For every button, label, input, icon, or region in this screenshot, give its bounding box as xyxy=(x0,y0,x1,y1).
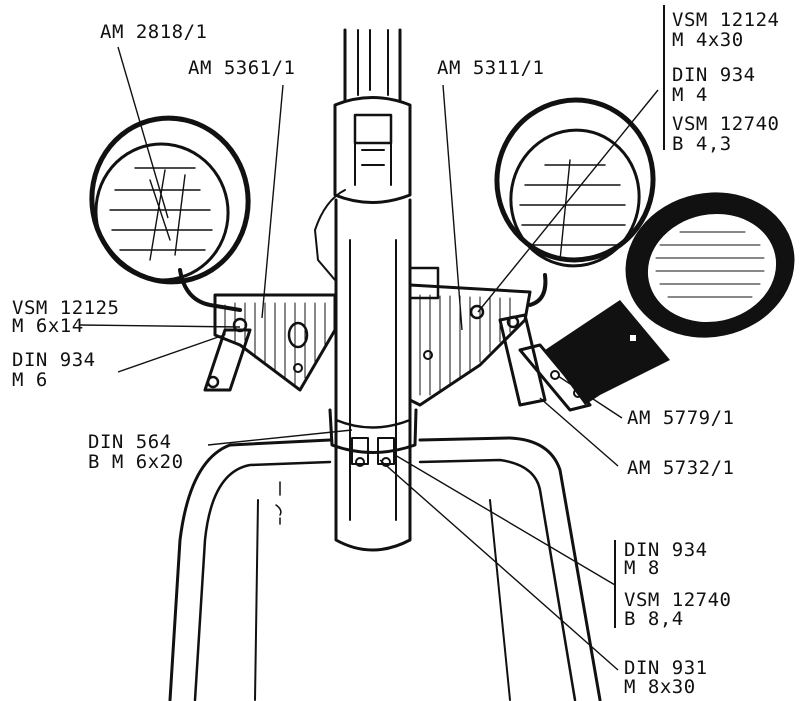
label-m-6x14: M 6x14 xyxy=(12,315,84,337)
label-b-4-3: B 4,3 xyxy=(672,133,732,155)
label-din-934-bottom: DIN 934 xyxy=(624,539,708,561)
label-din-934-left: DIN 934 xyxy=(12,349,96,371)
label-am-5361: AM 5361/1 xyxy=(188,57,296,79)
leader-am-5311 xyxy=(442,84,463,331)
label-din-931: DIN 931 xyxy=(624,657,708,679)
fender xyxy=(168,436,602,701)
label-din-934-top: DIN 934 xyxy=(672,64,756,86)
label-vsm-12125: VSM 12125 xyxy=(12,297,120,319)
leader-din-564 xyxy=(207,429,353,446)
bracket-bar-top xyxy=(663,5,665,150)
leader-am-5732 xyxy=(539,397,619,467)
label-am-5779: AM 5779/1 xyxy=(627,407,735,429)
label-am-2818: AM 2818/1 xyxy=(100,21,208,43)
label-m-8: M 8 xyxy=(624,557,660,579)
left-bracket xyxy=(203,293,337,392)
fork-tube xyxy=(314,28,418,552)
leader-din-934-bottom xyxy=(394,454,616,586)
leader-am-2818 xyxy=(117,46,169,219)
leader-am-5779 xyxy=(557,375,623,419)
auxiliary-lamp xyxy=(518,192,795,412)
leader-vsm-12125 xyxy=(79,324,241,328)
label-m-6: M 6 xyxy=(12,369,48,391)
leader-lines xyxy=(79,46,659,671)
label-b-m-6x20: B M 6x20 xyxy=(88,451,184,473)
label-am-5732: AM 5732/1 xyxy=(627,457,735,479)
right-headlamp xyxy=(494,97,656,307)
leader-din-931 xyxy=(379,459,619,671)
right-bracket xyxy=(408,266,547,407)
label-vsm-12740-top: VSM 12740 xyxy=(672,113,780,135)
left-headlamp xyxy=(89,115,251,312)
leader-am-5361 xyxy=(261,84,284,319)
label-din-564: DIN 564 xyxy=(88,431,172,453)
label-m-8x30: M 8x30 xyxy=(624,676,696,698)
bracket-bar-bottom xyxy=(614,540,616,628)
leader-right-hardware xyxy=(477,89,659,313)
label-b-8-4: B 8,4 xyxy=(624,608,684,630)
label-m-4x30: M 4x30 xyxy=(672,29,744,51)
label-am-5311: AM 5311/1 xyxy=(437,57,545,79)
label-vsm-12740-bottom: VSM 12740 xyxy=(624,589,732,611)
label-vsm-12124: VSM 12124 xyxy=(672,9,780,31)
leader-din-934-left xyxy=(117,334,225,373)
label-m-4: M 4 xyxy=(672,84,708,106)
